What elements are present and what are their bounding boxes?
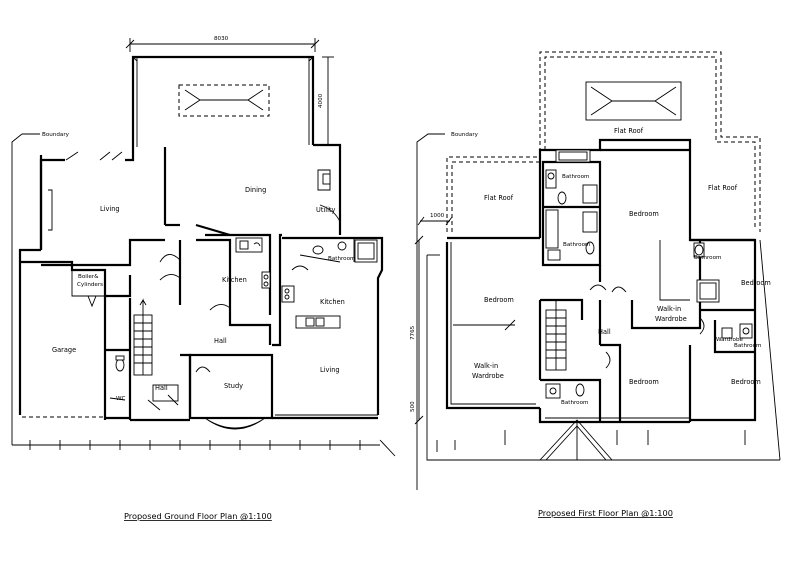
- first-height-dimension: 7765 500: [410, 235, 424, 425]
- flat-roof-left-outline: [446, 156, 540, 232]
- room-label-cylinders: Cylinders: [77, 282, 103, 288]
- room-label-bathroom-small: Bathroom: [734, 343, 761, 349]
- ground-floor-plan: Boundary 8030 4000: [11, 36, 396, 521]
- room-label-wardrobe-right: Wardrobe: [655, 315, 687, 323]
- room-label-bathroom-right: Bathroom: [694, 255, 721, 261]
- utility-walls: [313, 143, 342, 235]
- first-boundary-line: [416, 133, 445, 490]
- room-label-living-rear: Living: [100, 205, 120, 213]
- room-label-bedroom-bottom-right: Bedroom: [731, 378, 761, 386]
- first-floor-caption: Proposed First Floor Plan @1:100: [538, 508, 673, 518]
- room-label-bedroom-bottom-mid: Bedroom: [629, 378, 659, 386]
- svg-text:8030: 8030: [214, 36, 229, 42]
- room-label-kitchen-right: Kitchen: [320, 298, 345, 306]
- room-label-living-front: Living: [320, 366, 340, 374]
- wardrobe-bath-walls: [713, 320, 755, 354]
- room-label-flat-roof-left: Flat Roof: [484, 194, 514, 202]
- dining-extension-walls: [131, 55, 315, 147]
- ground-fence-ticks: [29, 440, 361, 450]
- roof-lantern: [178, 84, 270, 117]
- svg-text:7765: 7765: [410, 325, 416, 340]
- study-walls: [188, 353, 274, 420]
- room-label-bathroom-mid: Bathroom: [563, 242, 590, 248]
- room-label-garage: Garage: [52, 346, 76, 354]
- svg-text:500: 500: [410, 401, 416, 412]
- flat-roof-top-outline: [539, 51, 761, 232]
- first-width-dimension: 1000: [417, 213, 453, 226]
- room-label-wardrobe-small: Wardrobe: [716, 337, 744, 343]
- room-label-bedroom-main: Bedroom: [629, 210, 659, 218]
- room-label-kitchen-left: Kitchen: [222, 276, 247, 284]
- room-label-bedroom-right: Bedroom: [741, 279, 771, 287]
- room-label-bathroom-top: Bathroom: [562, 174, 589, 180]
- room-label-study: Study: [224, 382, 243, 390]
- room-label-flat-roof-top: Flat Roof: [614, 127, 644, 135]
- first-floor-outer-walls: [445, 236, 540, 410]
- room-label-hall-upper: Hall: [214, 337, 227, 345]
- ground-floor-caption: Proposed Ground Floor Plan @1:100: [124, 511, 272, 521]
- room-label-walkin-left: Walk-in: [474, 362, 498, 370]
- room-label-hall-lower: Hall: [155, 384, 168, 392]
- room-label-wc: WC: [116, 396, 126, 402]
- room-label-bedroom-left: Bedroom: [484, 296, 514, 304]
- living-rear-walls: [39, 147, 167, 250]
- ground-boundary-line: [11, 133, 23, 445]
- room-label-flat-roof-right: Flat Roof: [708, 184, 738, 192]
- first-roof-lantern: [585, 81, 682, 121]
- right-wing-walls: [282, 236, 384, 415]
- room-label-wardrobe-left: Wardrobe: [472, 372, 504, 380]
- room-label-walkin-right: Walk-in: [657, 305, 681, 313]
- first-boundary-label: Boundary: [451, 132, 479, 138]
- room-label-dining: Dining: [245, 186, 266, 194]
- ground-depth-dimension: 4000: [318, 56, 334, 146]
- ground-boundary-label: Boundary: [42, 132, 70, 138]
- svg-text:1000: 1000: [430, 213, 445, 219]
- room-label-bathroom-ground: Bathroom: [328, 256, 355, 262]
- room-label-boiler: Boiler&: [78, 274, 99, 280]
- room-label-utility: Utility: [316, 206, 335, 214]
- bay-window: [204, 417, 266, 430]
- first-floor-plan: Boundary 1000 7765 500: [410, 51, 781, 518]
- ground-width-dimension: 8030: [125, 36, 320, 52]
- room-label-hall-first: Hall: [598, 328, 611, 336]
- first-fence-ticks: [436, 430, 746, 452]
- wc-walls: [105, 348, 130, 420]
- room-label-bathroom-bottom: Bathroom: [561, 400, 588, 406]
- boiler-cupboard: [71, 270, 105, 297]
- svg-text:4000: 4000: [318, 93, 324, 108]
